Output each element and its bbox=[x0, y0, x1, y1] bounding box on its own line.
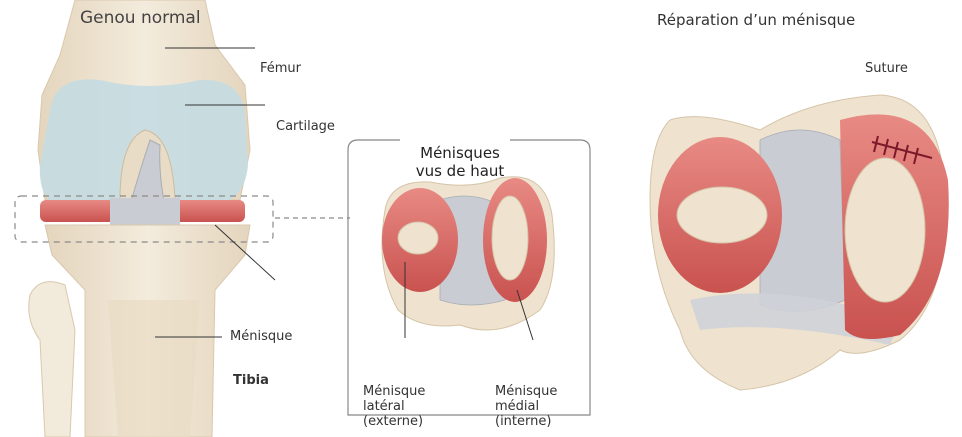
tibia-label: Tibia bbox=[233, 374, 269, 389]
right-panel-title: Réparation d’un ménisque bbox=[657, 12, 855, 29]
suture-label: Suture bbox=[865, 62, 908, 77]
repair-lateral-meniscus bbox=[658, 137, 782, 293]
menisque-label: Ménisque bbox=[230, 330, 292, 345]
left-panel-title: Genou normal bbox=[80, 9, 201, 29]
medial-meniscus-label: Ménisque médial (interne) bbox=[495, 385, 557, 430]
menisci-box-title-line1: Ménisques bbox=[405, 145, 515, 162]
lateral-meniscus-label: Ménisque latéral (externe) bbox=[363, 385, 425, 430]
femur-label: Fémur bbox=[260, 62, 301, 77]
meniscus-band-left bbox=[40, 198, 245, 226]
medial-meniscus bbox=[483, 178, 547, 302]
lateral-meniscus bbox=[382, 188, 458, 292]
tibia-bone bbox=[45, 225, 250, 437]
fibula-bone bbox=[29, 282, 75, 437]
menisci-box-title-line2: vus de haut bbox=[405, 163, 515, 180]
cartilage-label: Cartilage bbox=[276, 120, 335, 135]
